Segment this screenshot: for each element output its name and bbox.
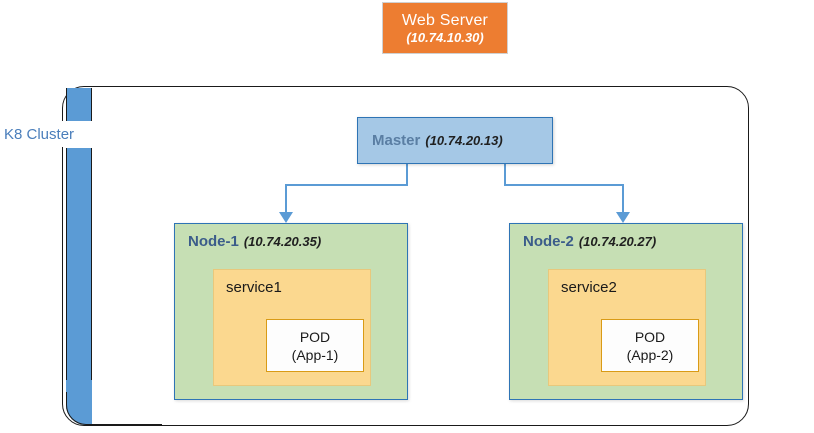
master-ip: (10.74.20.13) <box>425 133 503 148</box>
node-2-ip: (10.74.20.27) <box>578 234 657 249</box>
node-2-title: Node-2 <box>523 233 574 250</box>
connector-master-to-node2-stem <box>504 164 506 186</box>
k8-cluster-band-top <box>66 88 92 122</box>
web-server-ip: (10.74.10.30) <box>406 29 484 45</box>
k8-cluster-band-foot-outline <box>66 392 162 425</box>
service-box-2[interactable]: service2 POD (App-2) <box>548 269 706 386</box>
pod-2-line1: POD <box>634 328 666 345</box>
service-1-label: service1 <box>226 279 282 296</box>
node-1-ip: (10.74.20.35) <box>243 234 322 249</box>
connector-master-to-node1-stem <box>406 164 408 186</box>
connector-master-to-node2-arrowhead <box>616 212 630 223</box>
pod-1-line1: POD <box>299 328 331 345</box>
node-box-2[interactable]: Node-2 (10.74.20.27) service2 POD (App-2… <box>509 223 743 400</box>
connector-master-to-node1-horizontal <box>285 184 408 186</box>
connector-master-to-node2-drop <box>622 184 624 214</box>
connector-master-to-node1-arrowhead <box>279 212 293 223</box>
pod-box-1[interactable]: POD (App-1) <box>266 319 364 372</box>
web-server-box[interactable]: Web Server (10.74.10.30) <box>382 2 508 54</box>
k8-cluster-band-bottom <box>66 148 92 425</box>
pod-1-line2: (App-1) <box>291 346 339 363</box>
pod-2-line2: (App-2) <box>626 346 674 363</box>
web-server-title: Web Server <box>401 11 489 29</box>
k8-cluster-label: K8 Cluster <box>4 121 96 147</box>
connector-master-to-node1-drop <box>285 184 287 214</box>
node-1-title: Node-1 <box>188 233 239 250</box>
master-node-box[interactable]: Master (10.74.20.13) <box>357 117 553 164</box>
node-box-1[interactable]: Node-1 (10.74.20.35) service1 POD (App-1… <box>174 223 408 400</box>
master-title: Master <box>372 132 421 149</box>
node-1-header: Node-1 (10.74.20.35) <box>188 233 321 250</box>
pod-box-2[interactable]: POD (App-2) <box>601 319 699 372</box>
node-2-header: Node-2 (10.74.20.27) <box>523 233 656 250</box>
connector-master-to-node2-horizontal <box>504 184 624 186</box>
service-2-label: service2 <box>561 279 617 296</box>
service-box-1[interactable]: service1 POD (App-1) <box>213 269 371 386</box>
